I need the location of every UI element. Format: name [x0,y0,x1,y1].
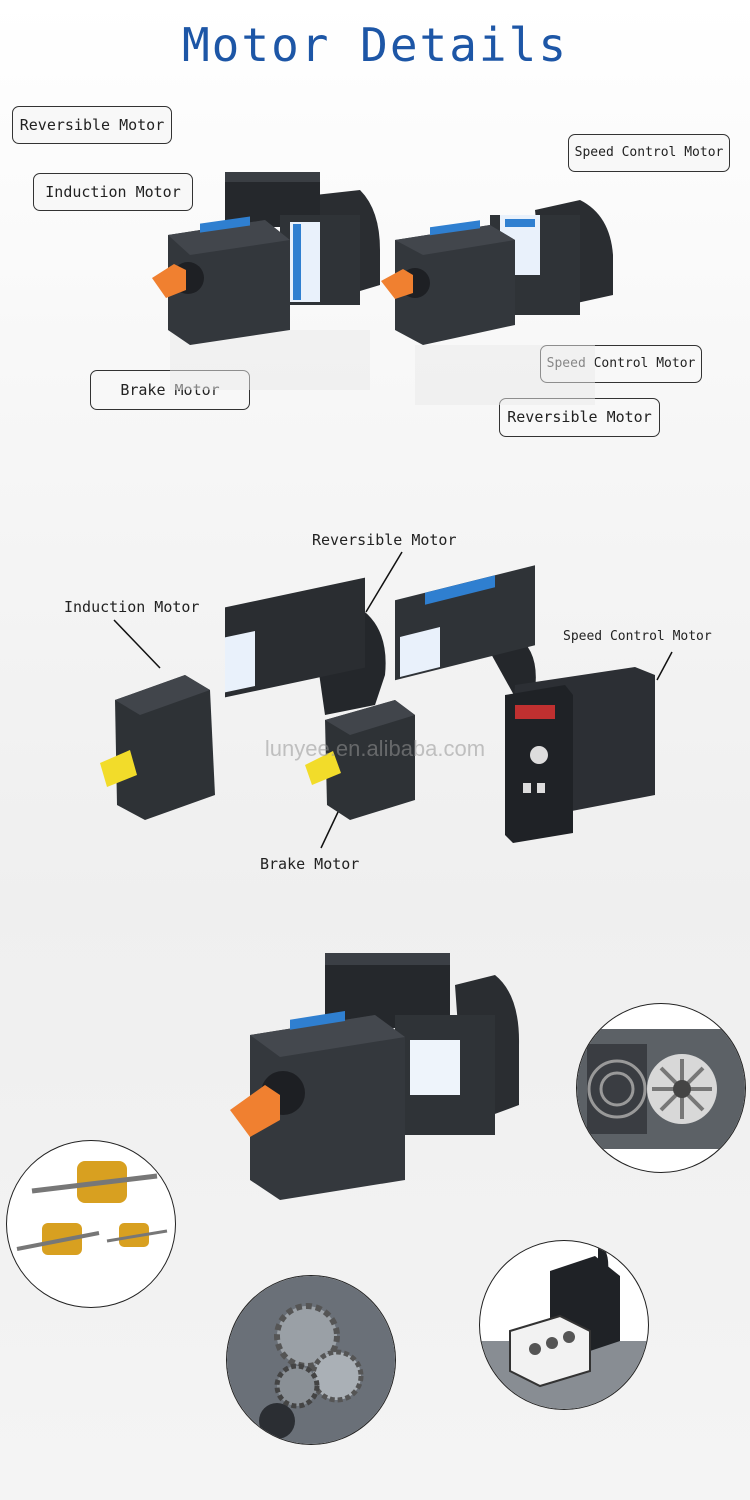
label-induction-motor-2: Induction Motor [64,598,200,616]
fan-detail-image [576,1003,746,1173]
label-speed-control-motor-top: Speed Control Motor [568,134,730,172]
label-speed-control-motor-2: Speed Control Motor [563,629,712,644]
page-title: Motor Details [181,18,569,72]
label-reversible-motor: Reversible Motor [312,531,457,549]
label-induction-motor: Induction Motor [33,173,193,211]
copper-shaft-detail-image [6,1140,176,1308]
label-brake-motor-2: Brake Motor [260,855,360,873]
motor-group-image [100,565,655,843]
gear-motor-left-image [152,172,380,390]
watermark: lunyee.en.alibaba.com [264,736,486,761]
gear-motor-right-image [381,200,613,405]
gearbox-detail-image [226,1275,396,1445]
terminal-box-detail-image [479,1240,649,1410]
label-reversible-motor-left: Reversible Motor [12,106,172,144]
gear-motor-main-image [230,953,520,1200]
